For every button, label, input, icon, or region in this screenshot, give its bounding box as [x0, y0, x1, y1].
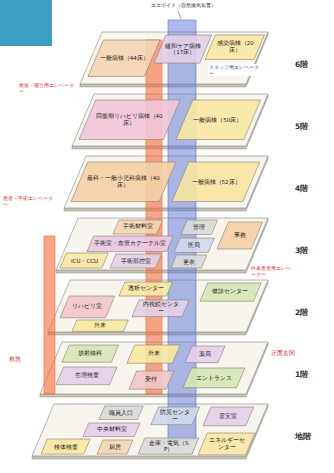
- room-label: 中央材料室: [97, 426, 127, 433]
- room-label: 更衣: [183, 259, 195, 266]
- room-label: 外来: [94, 322, 106, 329]
- floor-label: 地階: [294, 432, 312, 441]
- floor-plates: [32, 32, 268, 459]
- room-label: 一般病棟（50床）: [193, 117, 242, 124]
- room-label: 外来: [148, 350, 160, 357]
- room-zone: 手術室・血管カテーテル室: [87, 236, 173, 252]
- room-label: 放射線科: [78, 350, 102, 357]
- plate-edge: [32, 404, 268, 459]
- room-label: 防災センター: [159, 409, 191, 422]
- room-label: 一般病棟（52床）: [192, 179, 241, 186]
- room-label: 感染病棟（20床）: [215, 40, 255, 53]
- elevator-label: 患者・手術エレベーター: [2, 195, 56, 207]
- room-zone: 内視鏡センター: [132, 300, 189, 317]
- room-zone: リハビリ室: [60, 296, 115, 318]
- room-zone: 医局: [174, 238, 214, 253]
- room-zone: 放射線科: [62, 345, 119, 362]
- leader-line: [178, 11, 181, 19]
- room-label: 医局: [188, 242, 200, 249]
- surgery-elevator-shaft: [44, 236, 55, 394]
- room-label: 緩和ケア病棟（17床）: [165, 43, 201, 56]
- room-zone: 更衣: [171, 255, 207, 268]
- room-zone: エントランス: [183, 368, 245, 388]
- room-zone: 管理: [181, 220, 218, 235]
- room-zone: 生理検査: [56, 367, 117, 385]
- room-zone: 回復期リハビリ病棟（40床）: [79, 100, 180, 140]
- room-zone: 一般病棟（44床）: [88, 40, 160, 76]
- room-zone: 外来: [72, 320, 128, 331]
- room-zone: 受付: [129, 371, 174, 389]
- room-label: 職員入口: [109, 410, 133, 417]
- room-zone: 薬局: [185, 346, 225, 363]
- room-label: 霊安室: [219, 413, 237, 420]
- room-zone: 外来: [127, 345, 180, 363]
- room-label: 生理検査: [75, 372, 99, 379]
- room-label: 管理: [193, 224, 205, 231]
- room-label: ICU・CCU: [71, 258, 98, 265]
- floor-label: 1階: [294, 370, 309, 379]
- callout-label: エコボイド（自然換気装置）: [150, 2, 217, 8]
- elevator-label: 外来患者用エレベーター: [250, 265, 294, 277]
- floor-label: 3階: [294, 246, 309, 255]
- room-label: 事務: [234, 232, 246, 239]
- room-zone: 感染病棟（20床）: [205, 35, 264, 59]
- room-label: エントランス: [196, 375, 232, 382]
- room-label: 一般病棟（44床）: [100, 55, 149, 62]
- room-label: 手術材料室: [123, 223, 153, 230]
- room-label: 薬局: [199, 351, 211, 358]
- elevator-label: 救急・寝台用エレベーター: [18, 82, 78, 94]
- room-label: 倉庫・電気（SP）: [147, 440, 191, 453]
- room-zone: ICU・CCU: [60, 253, 108, 268]
- room-label: 厨房: [109, 444, 121, 451]
- entrance-label: 正面玄関: [270, 350, 296, 357]
- room-zone: 倉庫・電気（SP）: [138, 438, 199, 454]
- floor-label: 4階: [294, 184, 309, 193]
- room-zone: 厨房: [97, 440, 133, 454]
- room-label: 受付: [145, 376, 157, 383]
- room-label: 健診センター: [212, 288, 248, 295]
- floor-label: 2階: [294, 308, 309, 317]
- room-zone: 霊安室: [203, 407, 254, 426]
- room-label: 回復期リハビリ病棟（40床）: [92, 113, 167, 126]
- room-label: リハビリ室: [72, 303, 102, 310]
- room-zone: 一般病棟（50床）: [176, 100, 261, 140]
- room-zone: 防災センター: [151, 407, 200, 425]
- room-label: 産科・一般小児科病棟（40床）: [84, 175, 163, 188]
- room-label: 内視鏡センター: [141, 301, 182, 314]
- room-label: 手術室・血管カテーテル室: [94, 240, 166, 247]
- room-zone: エネルギーセンター: [198, 433, 255, 455]
- room-zone: 事務: [217, 222, 263, 249]
- room-label: 透析センター: [128, 285, 164, 292]
- room-zone: 中央材料室: [83, 423, 140, 437]
- emergency-elevator-shaft: [146, 40, 162, 394]
- floor-label: 5階: [294, 122, 309, 131]
- room-zone: 職員入口: [99, 406, 143, 420]
- room-label: 手術部控室: [121, 258, 151, 265]
- floor-plate: [32, 404, 268, 456]
- elevator-label: スタッフ用エレベーター: [208, 64, 260, 76]
- floor-label: 6階: [294, 60, 309, 69]
- room-zone: 健診センター: [200, 283, 261, 301]
- room-zone: 緩和ケア病棟（17床）: [154, 35, 212, 63]
- room-zone: 一般病棟（52床）: [172, 162, 260, 202]
- plate-edge: [64, 156, 268, 211]
- room-label: 検体検査: [54, 444, 78, 451]
- room-zone: 検体検査: [41, 439, 90, 454]
- room-zone: 手術部控室: [110, 254, 162, 268]
- room-zone: 産科・一般小児科病棟（40床）: [71, 162, 176, 202]
- room-zone: 透析センター: [119, 282, 172, 296]
- room-zone: 手術材料室: [113, 220, 163, 234]
- floor-plate: [64, 156, 268, 208]
- entrance-label: 救急: [8, 356, 22, 363]
- room-label: エネルギーセンター: [208, 437, 246, 450]
- title-panel: [0, 0, 52, 46]
